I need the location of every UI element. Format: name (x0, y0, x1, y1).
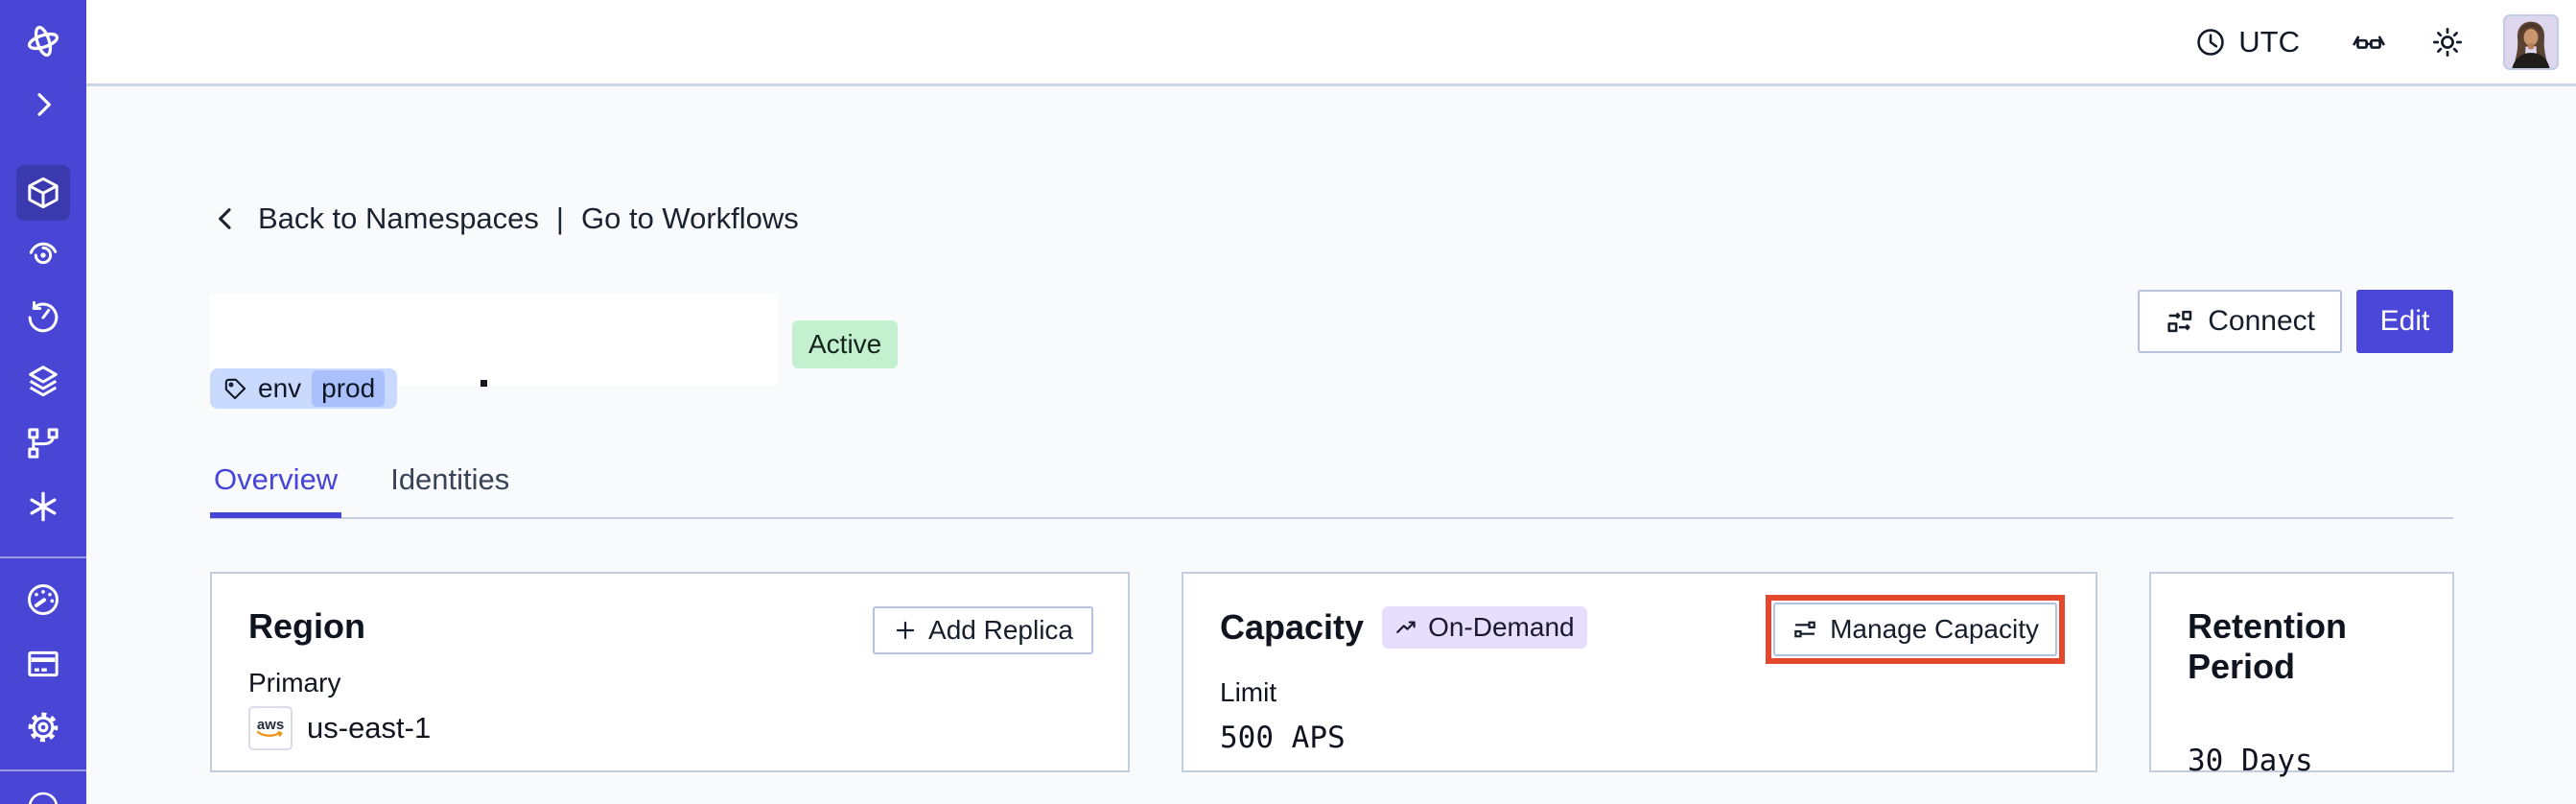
labs-glasses-icon[interactable] (2352, 25, 2386, 59)
retention-value: 30 Days (2188, 744, 2313, 778)
title-text-remnant (480, 380, 487, 387)
capacity-field-label: Limit (1220, 677, 1277, 707)
sidebar-item-schedules[interactable] (0, 298, 86, 337)
tab-identities[interactable]: Identities (390, 462, 510, 496)
header-actions: Connect Edit (2138, 290, 2453, 353)
svg-text:aws: aws (257, 717, 284, 733)
region-card-title: Region (248, 606, 365, 646)
ondemand-badge-label: On-Demand (1428, 612, 1575, 642)
region-card: Region Add Replica Primary aws (210, 572, 1130, 772)
retention-card: Retention Period 30 Days (2149, 572, 2454, 778)
namespace-tag-chip: env prod (210, 368, 398, 409)
overview-cards: Region Add Replica Primary aws (210, 572, 2454, 778)
breadcrumb: Back to Namespaces | Go to Workflows (210, 201, 799, 236)
theme-sun-icon[interactable] (2430, 25, 2465, 59)
sidebar-item-batch-operations[interactable] (0, 362, 86, 400)
tab-overview[interactable]: Overview (210, 462, 342, 518)
click-annotation-highlight: Manage Capacity (1766, 595, 2065, 664)
add-replica-button[interactable]: Add Replica (873, 606, 1093, 654)
sidebar-item-usage[interactable] (0, 580, 86, 619)
region-value: us-east-1 (307, 711, 432, 745)
schedules-clock-icon (28, 300, 59, 333)
timezone-selector[interactable]: UTC (2194, 25, 2300, 59)
manage-capacity-label: Manage Capacity (1830, 614, 2039, 644)
trending-up-icon (1396, 621, 1416, 633)
capacity-value: 500 APS (1220, 721, 1346, 755)
settings-gear-icon (28, 712, 59, 743)
ondemand-badge: On-Demand (1382, 606, 1587, 649)
retention-card-title: Retention Period (2188, 606, 2347, 686)
aws-provider-chip: aws (248, 706, 293, 750)
sidebar-item-settings[interactable] (0, 708, 86, 746)
sidebar-item-nexus[interactable] (0, 487, 86, 526)
edit-button[interactable]: Edit (2356, 290, 2453, 353)
namespaces-cube-icon (28, 177, 59, 209)
sidebar-divider (0, 769, 86, 771)
capacity-card-title: Capacity (1220, 607, 1365, 647)
sidebar (0, 0, 86, 804)
breadcrumb-workflows-link[interactable]: Go to Workflows (580, 201, 799, 235)
edit-button-label: Edit (2379, 305, 2430, 337)
temporal-logo-icon[interactable] (0, 21, 86, 61)
breadcrumb-separator: | (555, 201, 564, 235)
tab-bar: Overview Identities (210, 462, 513, 518)
connect-button[interactable]: Connect (2138, 290, 2342, 353)
capacity-card: Capacity On-Demand (1182, 572, 2097, 772)
sidebar-item-partial[interactable] (0, 787, 86, 804)
billing-card-icon (28, 650, 59, 677)
sidebar-item-billing[interactable] (0, 645, 86, 683)
tag-icon (224, 378, 246, 400)
back-chevron-icon[interactable] (210, 203, 241, 234)
clock-icon (2197, 28, 2225, 56)
sidebar-item-namespaces[interactable] (16, 165, 70, 221)
usage-gauge-icon (28, 584, 59, 615)
timezone-label: UTC (2238, 24, 2300, 59)
workflows-spiral-icon (29, 242, 58, 265)
topbar: UTC (86, 0, 2576, 86)
aws-logo-icon: aws (257, 717, 284, 737)
plus-icon (896, 621, 915, 640)
tag-value: prod (312, 370, 386, 407)
expand-sidebar-icon[interactable] (0, 86, 86, 123)
tag-key: env (258, 373, 302, 403)
tab-bar-rule (210, 517, 2453, 519)
sidebar-divider (0, 556, 86, 558)
connect-flow-icon (2167, 310, 2192, 333)
nexus-asterisk-icon (30, 491, 57, 522)
sliders-icon (1794, 621, 1815, 638)
sidebar-item-workflows[interactable] (0, 236, 86, 274)
add-replica-label: Add Replica (928, 615, 1073, 645)
manage-capacity-button[interactable]: Manage Capacity (1773, 603, 2057, 656)
status-badge: Active (792, 320, 899, 368)
region-field-label: Primary (248, 668, 341, 698)
batch-layers-icon (29, 366, 58, 397)
main-content: Back to Namespaces | Go to Workflows Act… (210, 0, 2454, 804)
sidebar-item-deployments[interactable] (0, 424, 86, 462)
user-avatar[interactable] (2503, 13, 2559, 70)
deployments-branch-icon (28, 428, 59, 459)
connect-button-label: Connect (2208, 305, 2315, 337)
breadcrumb-back-link[interactable]: Back to Namespaces (258, 201, 539, 235)
